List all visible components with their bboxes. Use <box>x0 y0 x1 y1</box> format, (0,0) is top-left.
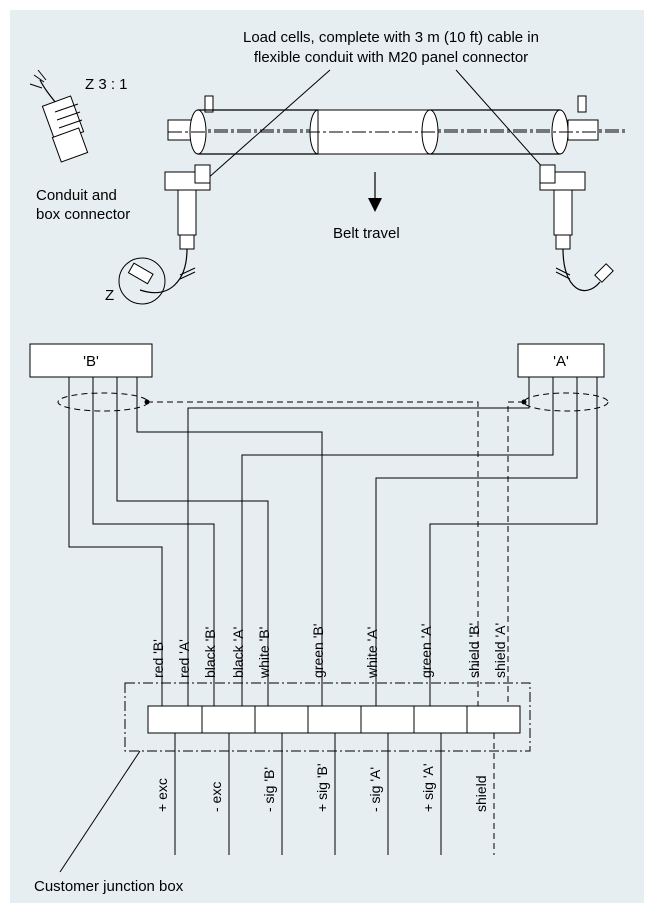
zoom-scale-label: Z 3 : 1 <box>85 76 128 93</box>
wire-label: shield 'B' <box>466 623 482 678</box>
wire-label: white 'B' <box>256 627 272 679</box>
terminal-strip <box>147 705 521 734</box>
box-b-label: 'B' <box>83 353 99 370</box>
terminal-label: - sig 'A' <box>367 767 383 812</box>
terminal-label: + sig 'A' <box>420 763 436 812</box>
terminal-label: + exc <box>154 778 170 812</box>
load-cells-caption-line1: Load cells, complete with 3 m (10 ft) ca… <box>243 29 539 46</box>
load-cell-box-b <box>29 343 153 378</box>
wire-label: black 'B' <box>202 627 218 678</box>
wire-label: red 'A' <box>176 639 192 678</box>
conduit-caption-line2: box connector <box>36 206 130 223</box>
wire-label: green 'B' <box>310 624 326 678</box>
terminal-label: shield <box>473 775 489 812</box>
box-a-label: 'A' <box>553 353 569 370</box>
terminal-label: - sig 'B' <box>261 767 277 812</box>
terminal-label: - exc <box>208 782 224 812</box>
wire-label: green 'A' <box>418 624 434 678</box>
belt-travel-label: Belt travel <box>333 225 400 242</box>
wire-label: black 'A' <box>230 627 246 678</box>
wire-label: red 'B' <box>150 639 166 678</box>
junction-box-outline <box>124 682 531 752</box>
load-cell-icon <box>179 234 195 250</box>
conduit-caption-line1: Conduit and <box>36 187 117 204</box>
detail-z-marker: Z <box>105 287 114 304</box>
wire-label: white 'A' <box>364 627 380 679</box>
load-cells-caption-line2: flexible conduit with M20 panel connecto… <box>254 49 528 66</box>
junction-box-label: Customer junction box <box>34 878 184 895</box>
terminal-label: + sig 'B' <box>314 763 330 812</box>
wiring <box>29 343 609 873</box>
panel-background <box>10 10 644 903</box>
load-cell-box-a <box>517 343 605 378</box>
cable-gland-icon <box>127 262 154 285</box>
load-cell-illustration <box>29 69 625 305</box>
wire-label: shield 'A' <box>492 623 508 678</box>
arrow-down-icon <box>368 198 382 212</box>
